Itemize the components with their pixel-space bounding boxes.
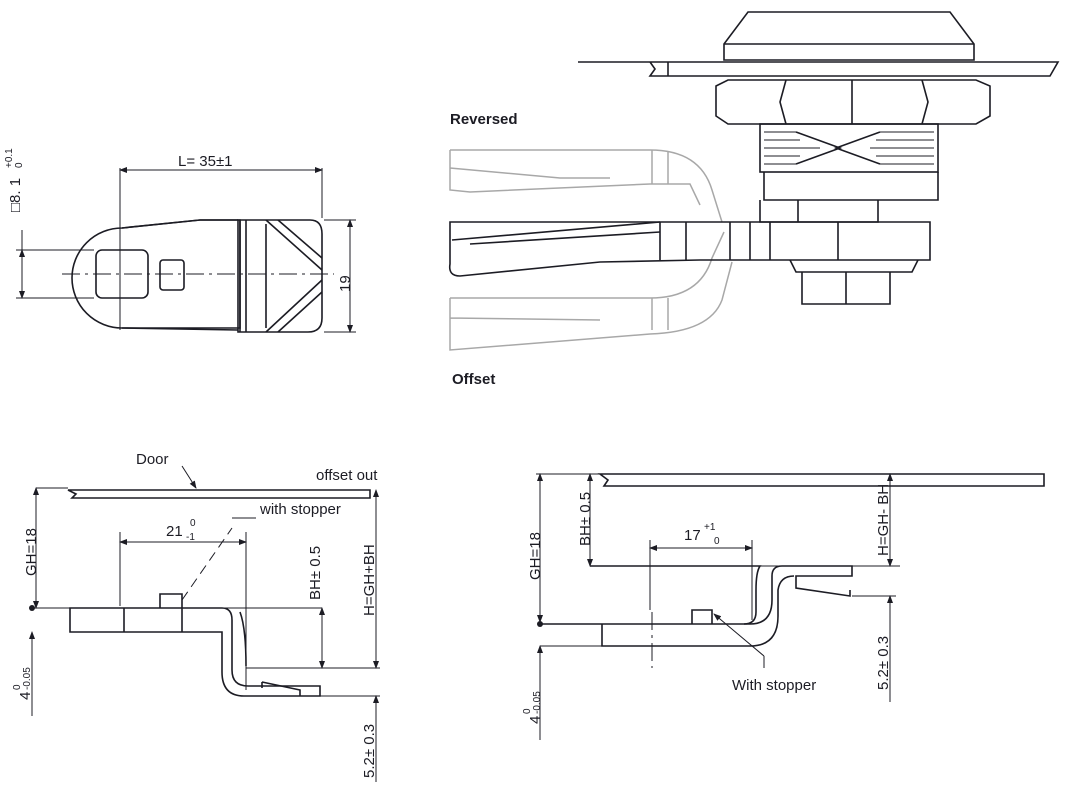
dim-21-lower: -1 [186, 532, 195, 543]
cam-top-view: L= 35±1 19 □8. 1 +0.1 0 [4, 148, 356, 333]
stopper-in [691, 609, 713, 624]
bh-in: BH± 0.5 [577, 492, 594, 546]
door-panel-in [597, 473, 1045, 487]
offset-in-view: 17 +1 0 With stopper GH=18 BH± 0.5 H=GH-… [522, 473, 1045, 740]
stopper-label-in: With stopper [732, 677, 816, 694]
hex-nut-faces [779, 79, 929, 125]
panel [578, 61, 1060, 77]
dim-21: 21 [166, 523, 183, 540]
bh-out: BH± 0.5 [307, 546, 324, 600]
body-lower [763, 172, 939, 201]
t4-out: 4 [17, 692, 34, 700]
h-out: H=GH+BH [361, 544, 378, 616]
cam-in-lower [601, 575, 795, 647]
cam-tip [237, 219, 323, 333]
door-panel [67, 489, 371, 499]
t4-out-upper: 0 [12, 684, 23, 690]
hex-nut [715, 79, 991, 125]
lock-head [723, 11, 975, 61]
t4-in-lower: -0.05 [532, 691, 543, 714]
cam-reversed-ghost [449, 149, 723, 223]
dim-21-upper: 0 [190, 518, 196, 529]
t4-in-upper: 0 [522, 708, 533, 714]
square-tol-lower: 0 [14, 162, 25, 168]
dim-17-lower: 0 [714, 536, 720, 547]
t4-in: 4 [527, 716, 544, 724]
washer [789, 259, 919, 273]
cam-straight [448, 221, 931, 277]
length-dimension: L= 35±1 [178, 153, 233, 170]
stopper-label-out: with stopper [259, 501, 341, 518]
gh-in: GH=18 [527, 532, 544, 580]
offset-out-title: offset out [316, 467, 378, 484]
offset-out-view: Door offset out 21 0 -1 with stopper GH=… [12, 451, 380, 782]
stopper-slot [159, 259, 185, 291]
cam-bottom-edge [121, 327, 239, 331]
lock-assembly-view: Reversed Offset [448, 11, 1060, 388]
stopper [159, 593, 183, 608]
square-tol-upper: +0.1 [4, 148, 15, 168]
body-step [759, 200, 879, 223]
threaded-body [759, 123, 939, 173]
cam-offset-ghost [449, 231, 733, 351]
cam-offset-out [69, 607, 321, 697]
dim-17: 17 [684, 527, 701, 544]
reversed-label: Reversed [450, 111, 518, 128]
dim-17-upper: +1 [704, 522, 716, 533]
square-dimension: □8. 1 [7, 178, 24, 212]
width-dimension: 19 [337, 275, 354, 292]
thread-vee [795, 131, 881, 165]
offset-label: Offset [452, 371, 495, 388]
cam-bevel-lines [265, 219, 323, 333]
cam-offset-in [540, 565, 853, 625]
cam-outline-left [71, 219, 241, 329]
bottom-nut [801, 272, 891, 305]
cam-top-edge [121, 219, 238, 229]
thread-lines [764, 131, 934, 165]
t52-out: 5.2± 0.3 [361, 724, 378, 778]
door-label: Door [136, 451, 169, 468]
gh-out: GH=18 [23, 528, 40, 576]
h-in: H=GH- BH [875, 484, 892, 556]
t4-out-lower: -0.05 [22, 667, 33, 690]
t52-in: 5.2± 0.3 [875, 636, 892, 690]
